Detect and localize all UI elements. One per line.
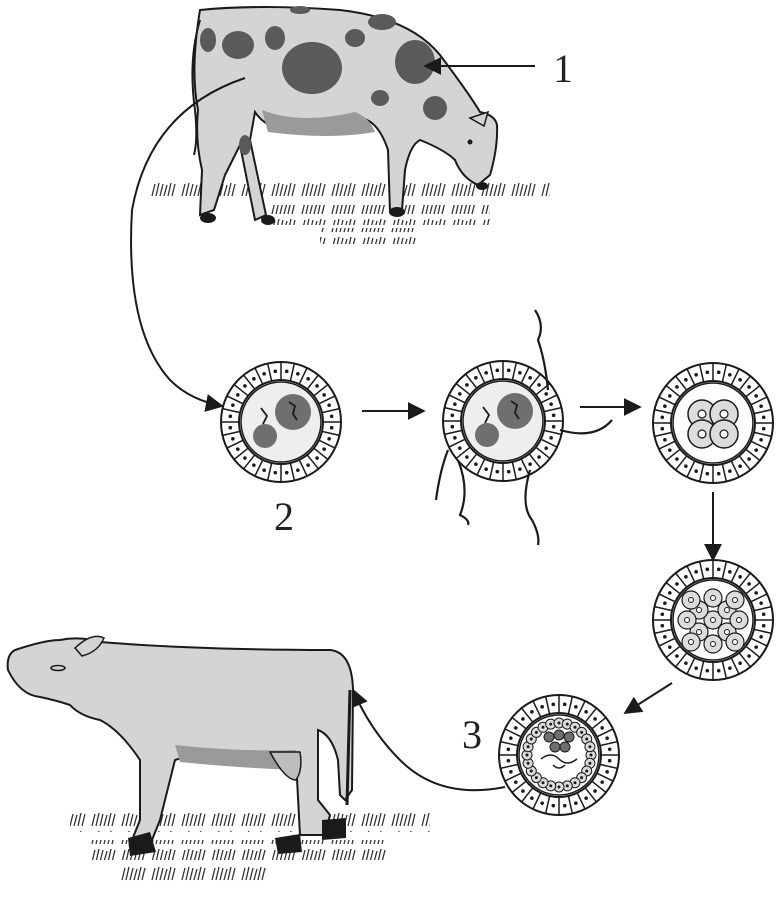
recipient-cow-tail	[345, 689, 352, 806]
grass-bottom	[70, 812, 430, 882]
sperm-tail-1	[534, 309, 550, 391]
donor-cow	[150, 6, 550, 244]
egg-stage-oocyte	[220, 361, 342, 483]
donor-cow-eye	[467, 139, 473, 145]
recipient-cow-hooves	[128, 818, 346, 856]
polar-body-icon	[475, 423, 499, 447]
sperm-group	[434, 309, 613, 546]
recipient-cow-udder	[268, 751, 302, 781]
donor-cow-belly	[262, 110, 375, 136]
sperm-tail-4	[524, 469, 540, 546]
recipient-cow-eye	[50, 664, 66, 672]
sperm-tail-5	[559, 419, 613, 435]
sperm-tail-2	[434, 449, 450, 501]
label-1: 1	[553, 46, 573, 91]
recipient-cow-body	[6, 637, 355, 846]
label-3: 3	[462, 712, 482, 757]
recipient-cow	[6, 635, 430, 882]
donor-cow-hooves	[200, 182, 488, 225]
polar-body-icon	[253, 424, 277, 448]
recipient-cow-belly	[175, 745, 296, 770]
donor-cow-ear	[468, 110, 490, 128]
egg-stage-four-cell	[652, 362, 774, 484]
arrow-embryo-to-cow	[351, 688, 506, 792]
recipient-cow-ear	[73, 635, 105, 657]
arrow-morula-to-blast	[623, 682, 673, 714]
sperm-tail-3	[456, 459, 470, 526]
egg-stage-blastocyst	[498, 694, 620, 816]
label-2: 2	[274, 494, 294, 539]
donor-cow-tail	[191, 19, 201, 156]
egg-cells	[220, 360, 774, 816]
arrow-cow-to-egg	[130, 77, 246, 412]
egg-stage-morula	[652, 559, 774, 681]
egg-stage-fertilized	[442, 360, 564, 482]
